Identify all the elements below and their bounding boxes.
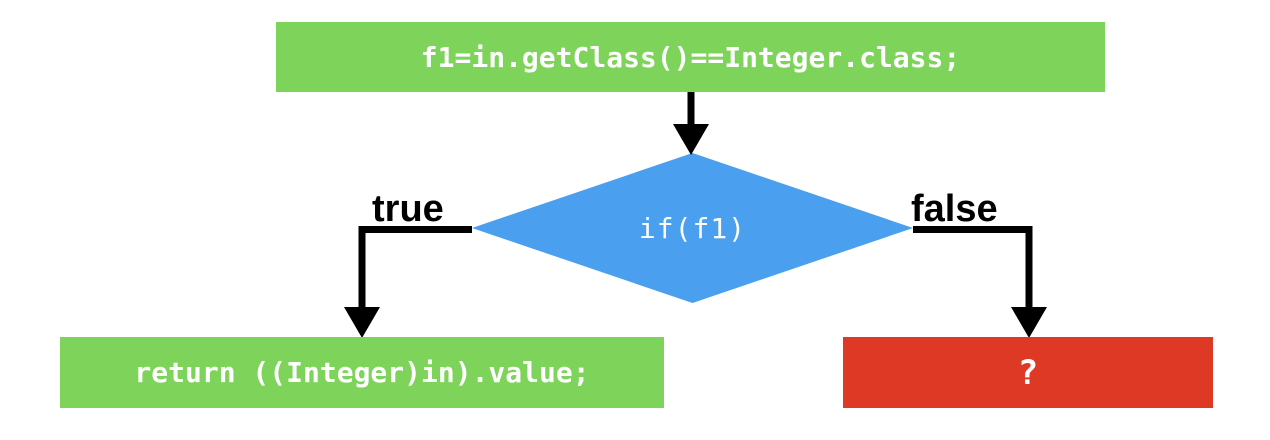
arrowhead-icon	[1011, 307, 1047, 338]
node-false-process-label: ?	[1017, 352, 1039, 393]
node-true-process-label: return ((Integer)in).value;	[134, 356, 590, 389]
node-top-process-label: f1=in.getClass()==Integer.class;	[420, 40, 961, 74]
node-true-process[interactable]: return ((Integer)in).value;	[60, 337, 664, 408]
node-false-process[interactable]: ?	[843, 337, 1213, 408]
node-top-process[interactable]: f1=in.getClass()==Integer.class;	[276, 22, 1105, 92]
edge-label-false: false	[911, 188, 998, 230]
decision-diamond-shape[interactable]	[472, 153, 913, 303]
node-decision-label: if(f1)	[638, 211, 747, 245]
arrowhead-icon	[673, 124, 709, 155]
node-decision[interactable]: if(f1)	[472, 153, 913, 303]
edge-decision-false	[913, 226, 1047, 338]
arrowhead-icon	[344, 307, 380, 338]
edge-label-true: true	[372, 188, 444, 230]
edge-top-to-decision	[673, 92, 709, 155]
edge-decision-true	[344, 226, 472, 338]
